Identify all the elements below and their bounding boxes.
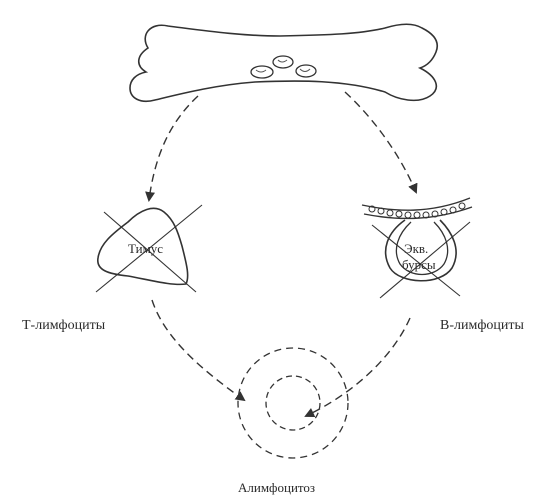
bursa-label-line-1: Экв. (404, 241, 428, 256)
t-lymphocytes-label: Т-лимфоциты (22, 318, 105, 334)
arrow-to-thymus (149, 96, 198, 200)
alymphocytosis-target (238, 348, 348, 458)
bone-shape (130, 24, 437, 101)
arrow-bursa-to-center (306, 318, 410, 416)
bursa-label-line-2: бурсы (402, 257, 436, 272)
alymphocytosis-caption: Алимфоцитоз (238, 480, 315, 496)
thymus-label: Тимус (128, 241, 163, 256)
arrow-to-bursa (345, 92, 416, 192)
b-lymphocytes-label: В-лимфоциты (440, 318, 524, 334)
arrow-thymus-to-center (152, 300, 244, 400)
